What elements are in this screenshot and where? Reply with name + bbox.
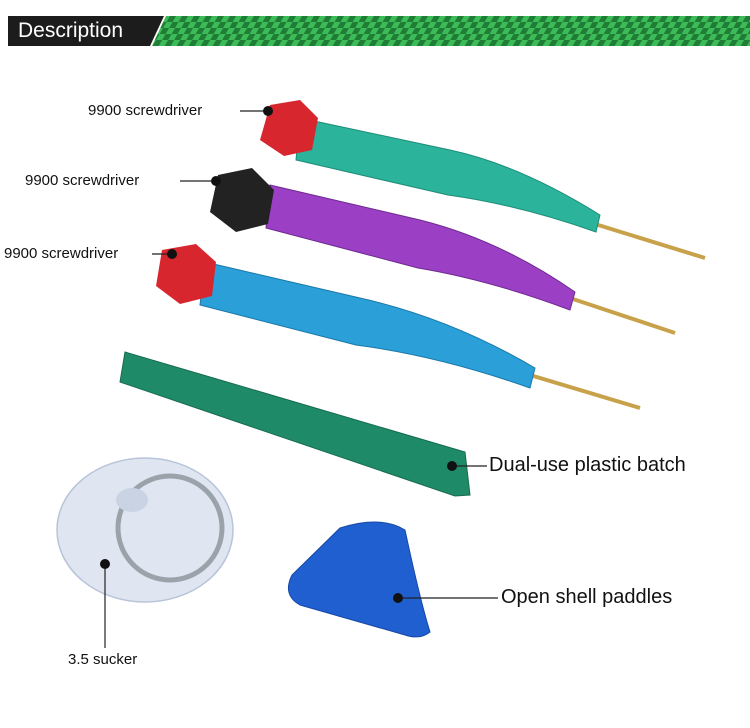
screwdriver-image — [260, 100, 706, 260]
label-open-shell: Open shell paddles — [501, 586, 673, 608]
decorative-pattern — [152, 16, 750, 46]
label-plastic-batch: Dual-use plastic batch — [489, 454, 686, 476]
plastic-batch-image — [119, 351, 471, 497]
label-screwdriver-bottom: 9900 screwdriver — [4, 245, 119, 262]
screwdriver-image — [210, 168, 676, 335]
label-screwdriver-top: 9900 screwdriver — [88, 102, 203, 119]
label-sucker: 3.5 sucker — [68, 651, 138, 668]
triangle-paddle-image — [287, 521, 431, 638]
label-screwdriver-middle: 9900 screwdriver — [25, 172, 140, 189]
suction-cup-image — [56, 457, 234, 603]
section-title: Description — [8, 16, 164, 46]
screwdriver-image — [156, 244, 641, 410]
header-banner: Description — [0, 0, 750, 60]
